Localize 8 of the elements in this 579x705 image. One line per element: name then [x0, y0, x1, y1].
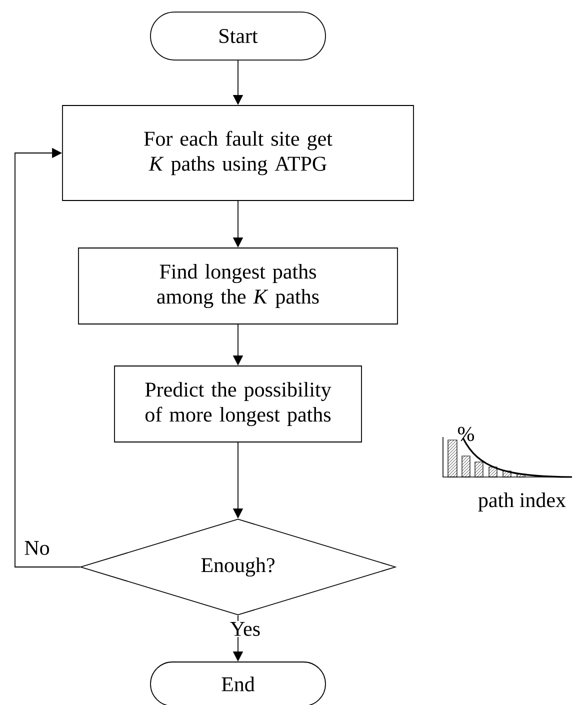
edge-label: Yes — [230, 622, 260, 636]
process-box: Predict the possibility of more longest paths — [114, 366, 362, 442]
process-box: Find longest paths among the K paths — [78, 248, 398, 324]
arrow — [14, 148, 80, 568]
axis-label: % — [458, 426, 474, 442]
edge-label: No — [24, 541, 50, 555]
process-box: For each fault site get K paths using ATPG — [62, 105, 414, 201]
axis-label: path index — [478, 492, 566, 512]
